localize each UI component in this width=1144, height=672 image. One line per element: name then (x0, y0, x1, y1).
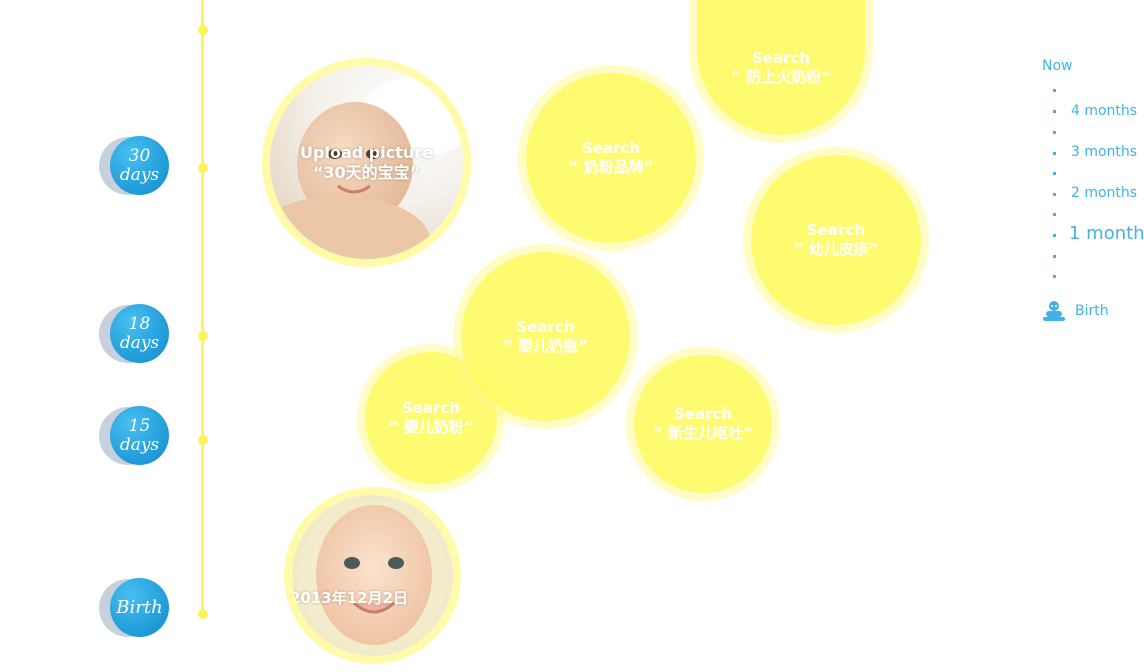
nav-tick (1053, 193, 1056, 196)
search-query: ” 新生儿呕吐” (653, 424, 753, 442)
search-label: Search (516, 317, 575, 336)
nav-tick (1053, 110, 1056, 113)
search-label: Search (401, 399, 461, 417)
badge-circle: 18 days (110, 304, 169, 363)
nav-tick (1053, 172, 1056, 175)
nav-tick (1053, 255, 1056, 258)
nav-tick (1053, 275, 1056, 278)
timeline-dot (198, 435, 208, 445)
badge-15-days[interactable]: 15 days (99, 406, 171, 466)
nav-item-birth[interactable]: Birth (1075, 303, 1109, 319)
upload-overlay: Upload picture “30天的宝宝” (270, 66, 463, 259)
badge-18-days[interactable]: 18 days (99, 304, 171, 364)
search-bubble-naifen-pinpai[interactable]: Search ” 奶粉品牌” (526, 73, 696, 243)
baby-photo-image (270, 66, 463, 259)
badge-unit: days (119, 164, 160, 185)
badge-circle: 15 days (110, 406, 169, 465)
upload-label: Upload picture (300, 142, 433, 162)
badge-label: Birth (116, 597, 163, 618)
search-label: Search (673, 405, 733, 423)
badge-number: 30 (128, 145, 151, 166)
nav-item-4-months[interactable]: 4 months (1071, 103, 1138, 119)
nav-tick (1053, 152, 1056, 155)
nav-now[interactable]: Now (1042, 58, 1073, 74)
upload-photo-bubble[interactable]: Upload picture “30天的宝宝” (270, 66, 463, 259)
search-query: ” 防上火奶粉” (731, 67, 831, 86)
search-bubble-fangshanghuo[interactable]: Search ” 防上火奶粉” (697, 0, 865, 135)
search-label: Search (806, 221, 866, 239)
timeline-dot (198, 163, 208, 173)
upload-caption: “30天的宝宝” (312, 162, 421, 182)
badge-circle: Birth (110, 578, 169, 637)
baby-icon (1043, 301, 1065, 321)
birth-photo-bubble[interactable]: 2013年12月2日 (292, 495, 453, 656)
badge-unit: days (119, 434, 160, 455)
badge-birth[interactable]: Birth (99, 578, 171, 638)
birth-date-caption: 2013年12月2日 (292, 589, 409, 607)
badge-unit: days (119, 332, 160, 353)
nav-item-1-month[interactable]: 1 month (1069, 223, 1144, 244)
nav-item-2-months[interactable]: 2 months (1071, 185, 1138, 201)
badge-30-days[interactable]: 30 days (99, 136, 171, 196)
search-query: ” 婴儿奶瓶” (503, 336, 588, 355)
search-label: Search (581, 139, 641, 157)
search-query: ” 奶粉品牌” (568, 158, 654, 176)
nav-tick (1053, 213, 1056, 216)
search-bubble-youer-pizhen[interactable]: Search ” 幼儿皮疹” (751, 155, 921, 325)
search-query: ” 幼儿皮疹” (793, 240, 879, 258)
badge-circle: 30 days (110, 136, 169, 195)
search-query: ” 婴儿奶粉” (388, 418, 474, 436)
search-bubble-yinger-naiping[interactable]: Search ” 婴儿奶瓶” (461, 252, 630, 421)
timeline-dot (198, 25, 208, 35)
baby-photo-image (292, 495, 453, 656)
nav-tick (1053, 131, 1056, 134)
nav-tick (1053, 89, 1056, 92)
timeline-dot (198, 609, 208, 619)
timeline-dot (198, 331, 208, 341)
nav-tick (1053, 234, 1056, 237)
timeline-line (201, 0, 204, 616)
badge-number: 15 (128, 415, 151, 436)
search-bubble-xinshenger-outu[interactable]: Search ” 新生儿呕吐” (634, 355, 772, 493)
search-label: Search (751, 48, 811, 67)
birth-photo-overlay: 2013年12月2日 (292, 495, 453, 656)
nav-item-3-months[interactable]: 3 months (1071, 144, 1138, 160)
badge-number: 18 (128, 313, 151, 334)
